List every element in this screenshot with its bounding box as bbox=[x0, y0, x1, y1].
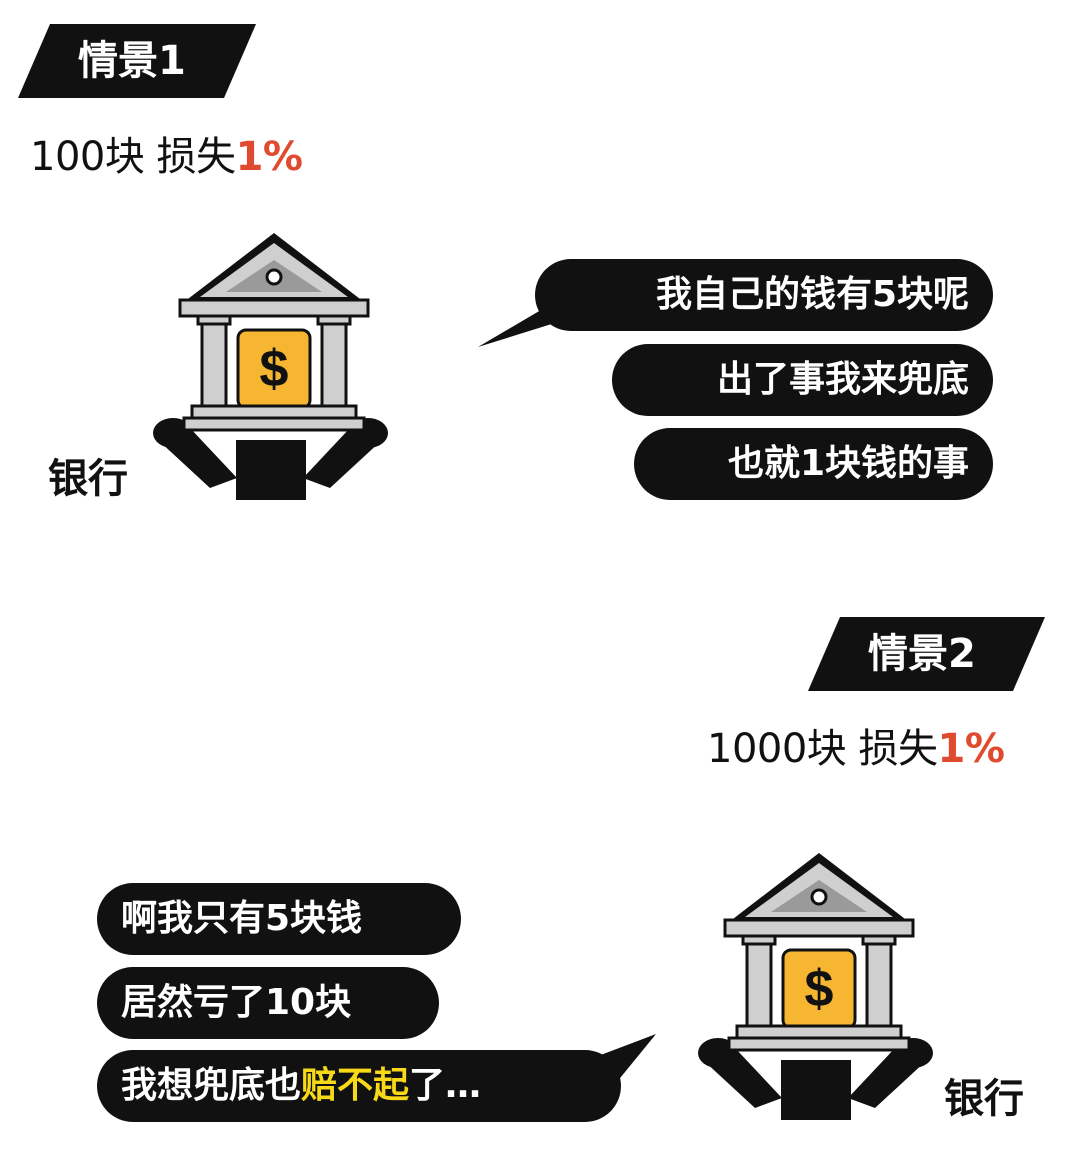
bank-building-icon: $ bbox=[153, 233, 388, 500]
scene2-bubble-tail bbox=[598, 1034, 656, 1088]
scene2-bubble-3: 我想兜底也赔不起了… bbox=[97, 1050, 621, 1122]
scene1-bubble-1: 我自己的钱有5块呢 bbox=[535, 259, 993, 331]
scene2-bubble-2: 居然亏了10块 bbox=[97, 967, 439, 1039]
scene2-bubble-3-highlight: 赔不起 bbox=[301, 1065, 410, 1106]
scene2-bubble-3-before: 我想兜底也 bbox=[121, 1065, 302, 1106]
scene2-bubble-1: 啊我只有5块钱 bbox=[97, 883, 461, 955]
scene1-amount: 100块 损失 bbox=[30, 134, 236, 180]
scene1-tag: 情景1 bbox=[18, 24, 256, 98]
scene1-percent: 1% bbox=[235, 134, 303, 180]
scene2-amount: 1000块 损失 bbox=[707, 726, 938, 772]
scene2-percent: 1% bbox=[937, 726, 1005, 772]
scene1-bubble-3: 也就1块钱的事 bbox=[634, 428, 993, 500]
bank-character-2: $ bbox=[695, 850, 935, 1124]
scene1-subtitle: 100块 损失1% bbox=[30, 124, 303, 182]
scene2-bubble-3-after: 了… bbox=[409, 1065, 482, 1106]
scene2-subtitle: 1000块 损失1% bbox=[707, 716, 1005, 774]
scene2-tag: 情景2 bbox=[808, 617, 1045, 691]
dollar-sign-icon: $ bbox=[260, 340, 289, 398]
scene2-bank-label: 银行 bbox=[944, 1076, 1024, 1122]
scene1-bubble-2: 出了事我来兜底 bbox=[612, 344, 993, 416]
scene1-bubble-tail bbox=[478, 300, 558, 347]
bank-character-1: $ bbox=[150, 230, 390, 504]
scene1-bank-label: 银行 bbox=[48, 456, 128, 502]
dollar-sign-icon: $ bbox=[805, 960, 834, 1018]
bank-building-icon: $ bbox=[698, 853, 933, 1120]
raised-hands-icon bbox=[698, 1038, 933, 1120]
